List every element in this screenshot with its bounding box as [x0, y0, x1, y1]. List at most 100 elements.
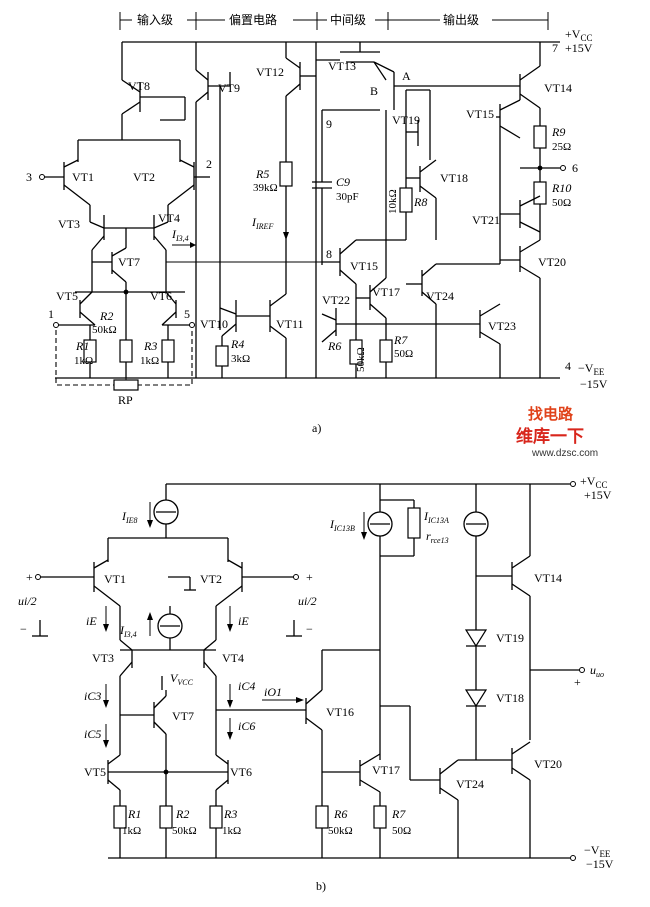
- vcc-value-b: +15V: [584, 488, 612, 502]
- stage-bias-label: 偏置电路: [229, 12, 277, 27]
- ic6-label-b: iC6: [238, 719, 255, 733]
- r4-label-a: R4: [230, 337, 244, 351]
- watermark-top: 找电路: [528, 405, 574, 423]
- vt21-label: VT21: [472, 213, 500, 227]
- ui-left-label: ui/2: [18, 594, 37, 608]
- io1-label-b: iO1: [264, 685, 282, 699]
- r1-value-a: 1kΩ: [74, 355, 93, 367]
- vee-label-a: −VEE: [578, 361, 605, 377]
- vt6-label: VT6: [150, 289, 172, 303]
- vt10-label: VT10: [200, 317, 228, 331]
- vcc-value-a: +15V: [565, 41, 593, 55]
- vt1-label: VT1: [72, 170, 94, 184]
- vee-value-a: −15V: [580, 377, 608, 391]
- vt19-label: VT19: [392, 113, 420, 127]
- r8-value-a: 10kΩ: [387, 189, 399, 214]
- minus-left: −: [20, 622, 27, 636]
- vt5-label-b: VT5: [84, 765, 106, 779]
- r2-label-a: R2: [99, 309, 113, 323]
- ie-right-label: iE: [238, 614, 249, 628]
- pin-1: 1: [48, 307, 54, 321]
- r7-value-b: 50Ω: [392, 825, 411, 837]
- r5-value-a: 39kΩ: [253, 182, 278, 194]
- r8-label-a: R8: [413, 195, 427, 209]
- r9-value-a: 25Ω: [552, 141, 571, 153]
- caption-b: b): [316, 879, 326, 893]
- vcc-label-a: +VCC: [565, 27, 592, 43]
- r6-value-a: 50kΩ: [355, 347, 367, 372]
- r7-label-b: R7: [391, 807, 406, 821]
- r10-label-a: R10: [551, 181, 571, 195]
- pin-4: 4: [565, 359, 571, 373]
- vt1-label-b: VT1: [104, 572, 126, 586]
- ic13a-label-b: IIC13A: [423, 509, 449, 525]
- ui-right-label: ui/2: [298, 594, 317, 608]
- pin-8: 8: [326, 247, 332, 261]
- node-a-label: A: [402, 69, 411, 83]
- r1-value-b: 1kΩ: [122, 825, 141, 837]
- i34-label-b: II3,4: [119, 623, 137, 639]
- rce13-label-b: rrce13: [426, 529, 449, 545]
- vt14-label-b: VT14: [534, 571, 562, 585]
- vt13-label: VT13: [328, 59, 356, 73]
- rp-label: RP: [118, 393, 133, 407]
- vt18-label: VT18: [440, 171, 468, 185]
- vt18-label-b: VT18: [496, 691, 524, 705]
- vt2-label: VT2: [133, 170, 155, 184]
- stage-input-label: 输入级: [137, 12, 173, 27]
- vee-value-b: −15V: [586, 857, 614, 871]
- vt17-label: VT17: [372, 285, 400, 299]
- r9-label-a: R9: [551, 125, 565, 139]
- vt3-label: VT3: [58, 217, 80, 231]
- pin-2: 2: [206, 157, 212, 171]
- iref-label-a: IIREF: [251, 215, 273, 231]
- r10-value-a: 50Ω: [552, 197, 571, 209]
- vee-label-b: −VEE: [584, 843, 611, 859]
- pin-5: 5: [184, 307, 190, 321]
- vt8-label: VT8: [128, 79, 150, 93]
- r5-label-a: R5: [255, 167, 269, 181]
- stage-output-label: 输出级: [443, 12, 479, 27]
- r3-label-a: R3: [143, 339, 157, 353]
- stage-header: 输入级 偏置电路 中间级 输出级: [119, 11, 549, 30]
- schematic-b: +VCC +15V −VEE −15V IIE8 + VT1 + VT2: [18, 474, 614, 893]
- r2-value-a: 50kΩ: [92, 324, 117, 336]
- schematic-a: 输入级 偏置电路 中间级 输出级 +VCC +15V 7 −VEE −15V 4…: [26, 11, 608, 435]
- vt4-label: VT4: [158, 211, 180, 225]
- watermark: 找电路 维库一下 www.dzsc.com: [516, 405, 598, 459]
- i34-label-a: II3,4: [171, 227, 189, 243]
- node-b-label: B: [370, 84, 378, 98]
- vt24-label: VT24: [426, 289, 454, 303]
- vt20-label-b: VT20: [534, 757, 562, 771]
- vt19-label-b: VT19: [496, 631, 524, 645]
- watermark-url: www.dzsc.com: [531, 448, 598, 459]
- r7-label-a: R7: [393, 333, 408, 347]
- vt7-label: VT7: [118, 255, 140, 269]
- vt6-label-b: VT6: [230, 765, 252, 779]
- c9-label-a: C9: [336, 175, 350, 189]
- pin-7: 7: [552, 41, 558, 55]
- pin-9: 9: [326, 117, 332, 131]
- plus-out: +: [574, 675, 581, 689]
- plus-left: +: [26, 570, 33, 584]
- uo-label: uuo: [590, 663, 604, 679]
- vt17-label-b: VT17: [372, 763, 400, 777]
- vt15-label: VT15: [466, 107, 494, 121]
- r3-value-a: 1kΩ: [140, 355, 159, 367]
- r6-label-a: R6: [327, 339, 341, 353]
- vt24-label-b: VT24: [456, 777, 484, 791]
- ie8-label-b: IIE8: [121, 509, 138, 525]
- pin-3: 3: [26, 170, 32, 184]
- r2-value-b: 50kΩ: [172, 825, 197, 837]
- stage-middle-label: 中间级: [330, 12, 366, 27]
- vt14-label: VT14: [544, 81, 572, 95]
- vt5-label: VT5: [56, 289, 78, 303]
- vcc-label-b: +VCC: [580, 474, 607, 490]
- vt22-label: VT22: [322, 293, 350, 307]
- r4-value-a: 3kΩ: [231, 353, 250, 365]
- r3-value-b: 1kΩ: [222, 825, 241, 837]
- vt20-label: VT20: [538, 255, 566, 269]
- vcc-small-label: VVCC: [170, 671, 194, 687]
- vt7-label-b: VT7: [172, 709, 194, 723]
